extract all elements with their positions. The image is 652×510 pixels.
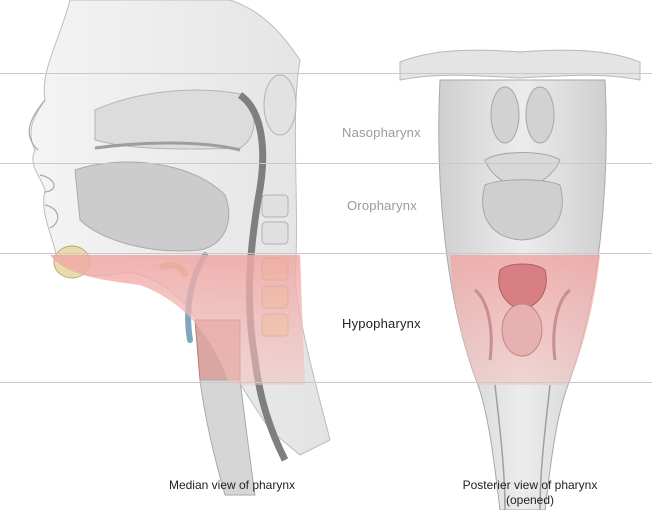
posterior-view [400,50,640,510]
label-oropharynx: Oropharynx [347,198,417,213]
divider-line-4 [0,382,652,383]
caption-posterior-line1: Posterier view of pharynx [430,478,630,493]
cricoid-region [502,304,542,356]
label-nasopharynx: Nasopharynx [342,125,421,140]
hypopharynx-highlight-median [50,255,305,385]
caption-posterior-view: Posterier view of pharynx (opened) [430,478,630,508]
divider-line-1 [0,73,652,74]
ear [264,75,296,135]
skull-base [400,50,640,80]
label-hypopharynx: Hypopharynx [342,316,421,331]
divider-line-2 [0,163,652,164]
divider-line-3 [0,253,652,254]
caption-posterior-line2: (opened) [430,493,630,508]
caption-median-view: Median view of pharynx [132,478,332,493]
median-view [29,0,330,495]
